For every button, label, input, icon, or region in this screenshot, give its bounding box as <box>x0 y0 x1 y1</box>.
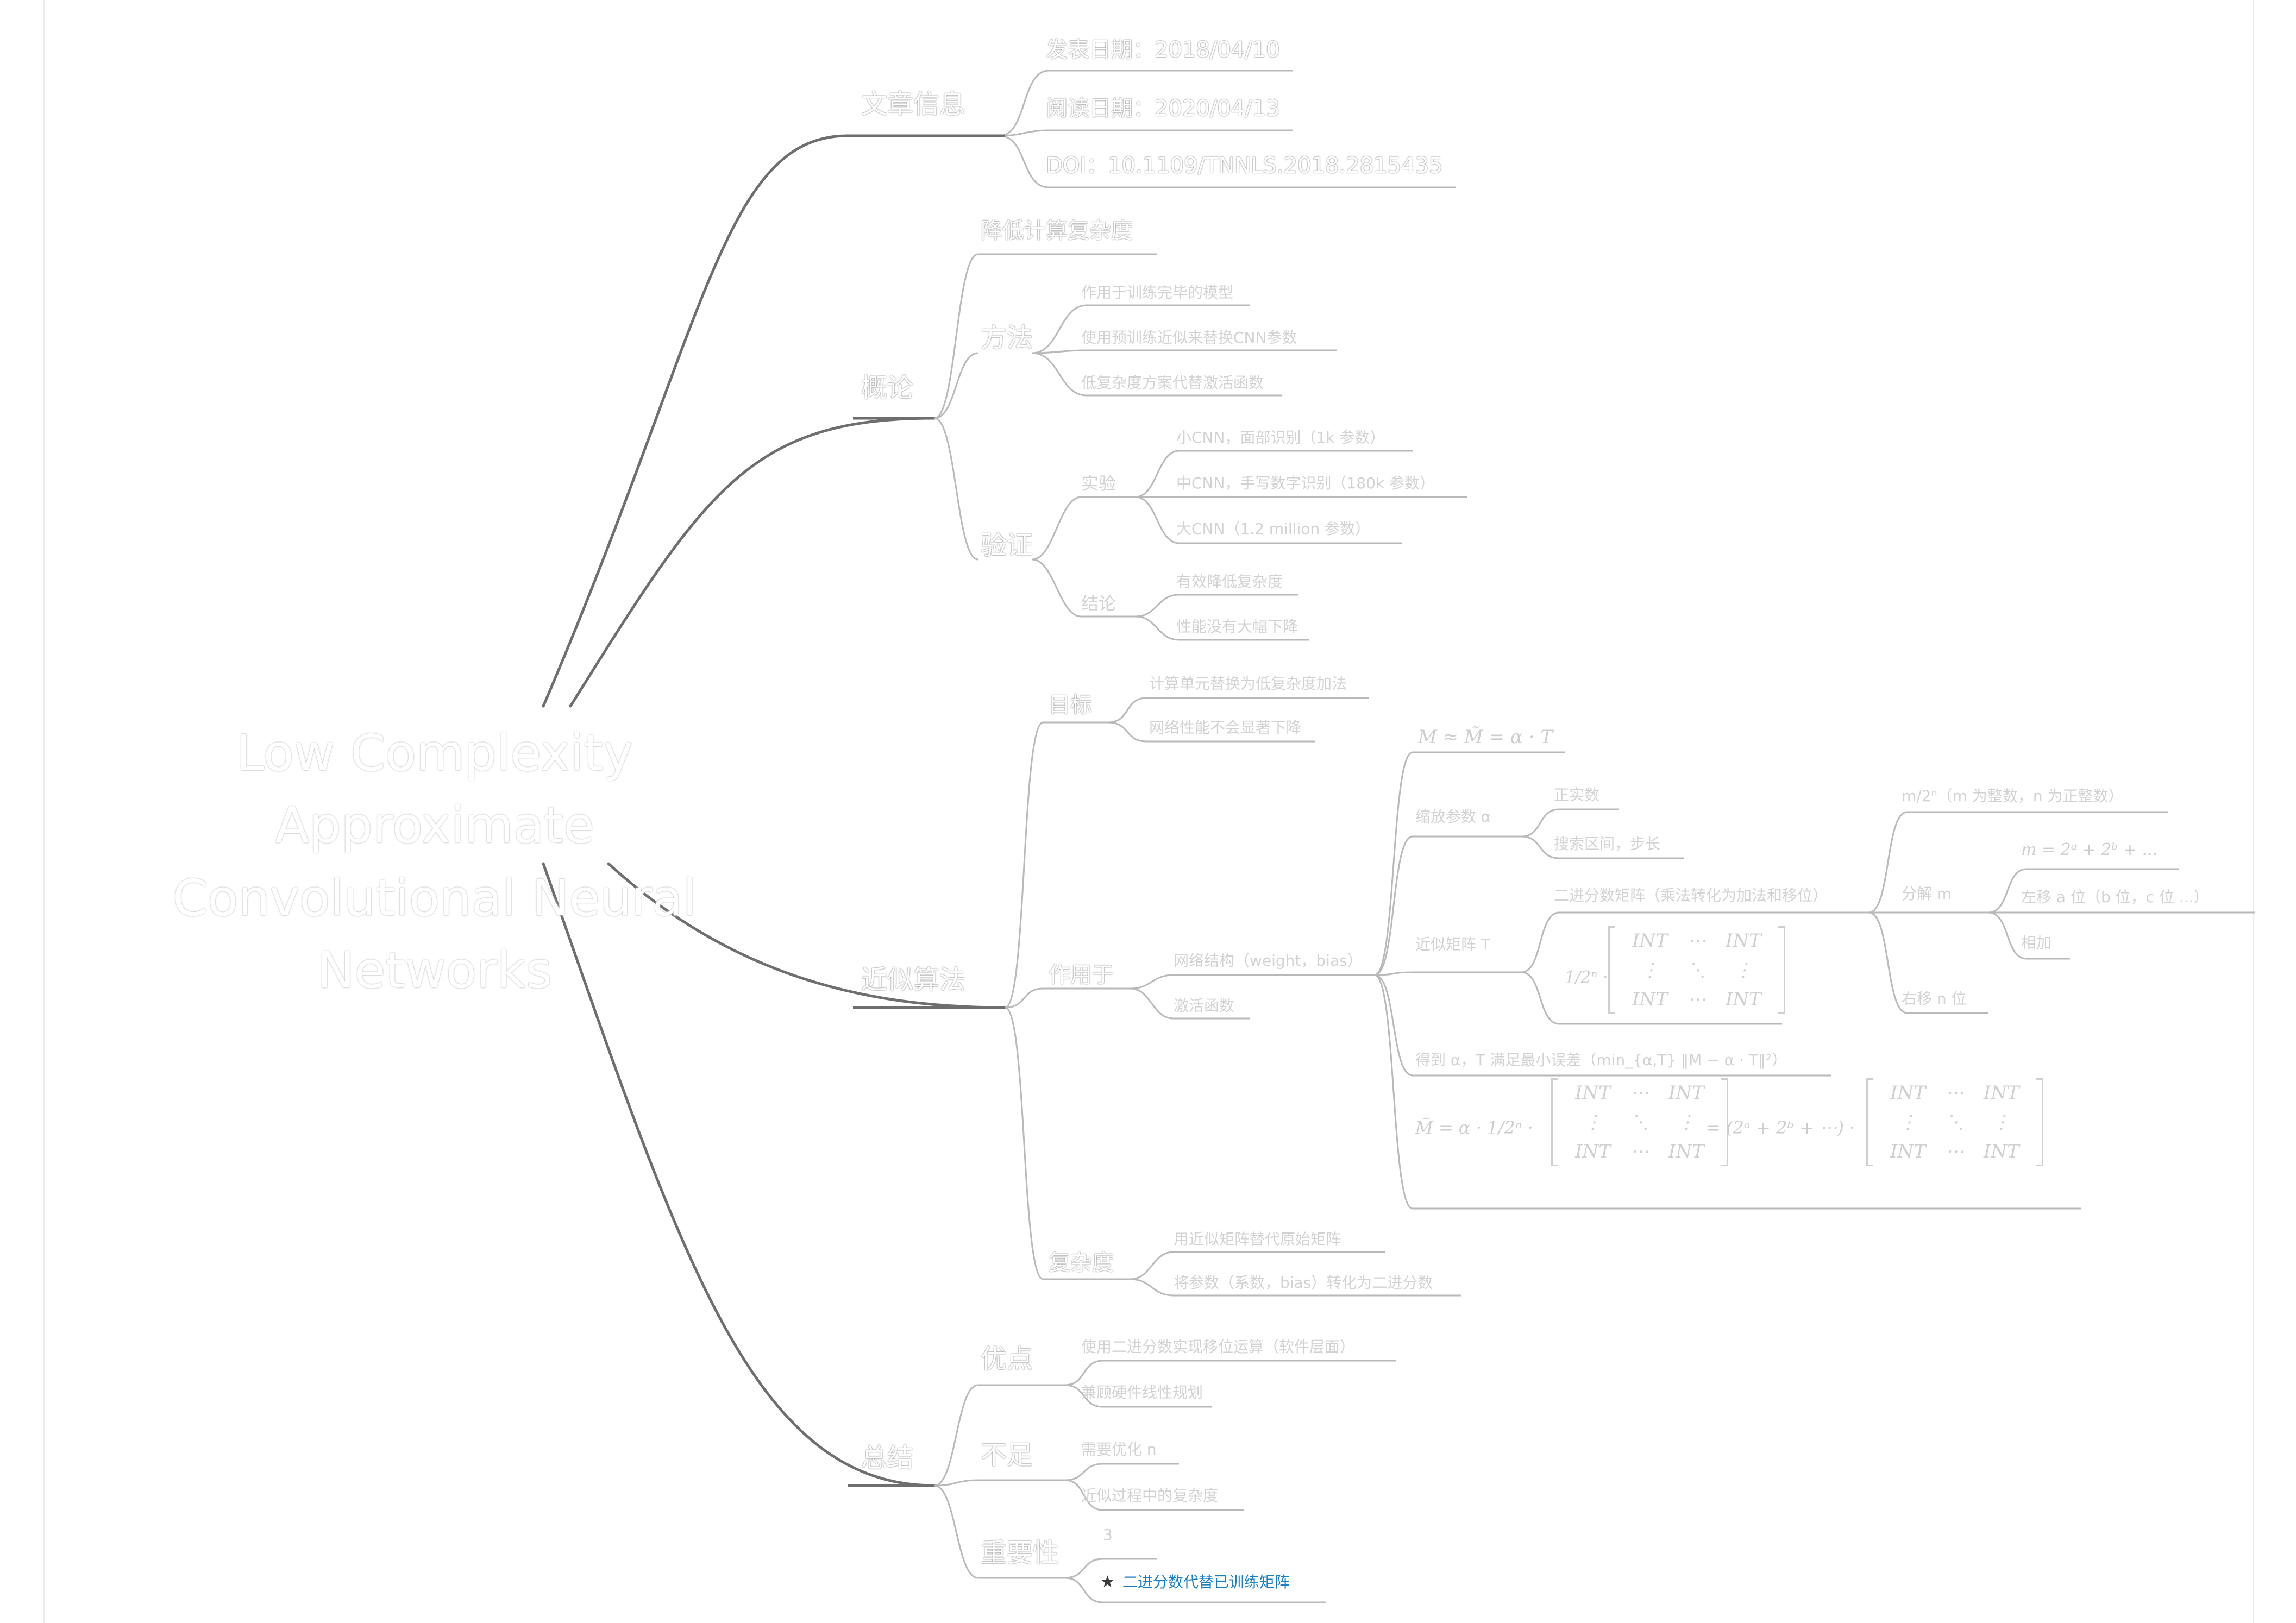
concept-method[interactable]: 方法 <box>981 323 1033 353</box>
apply-weights[interactable]: 网络结构（weight，bias） <box>1174 952 1363 970</box>
summary-cons[interactable]: 不足 <box>981 1440 1033 1470</box>
target-item-2[interactable]: 网络性能不会显著下降 <box>1149 719 1302 737</box>
importance-text: 二进分数代替已训练矩阵 <box>1122 1573 1290 1591</box>
method-item-1[interactable]: 作用于训练完毕的模型 <box>1081 284 1234 301</box>
alpha-search-interval[interactable]: 搜索区间，步长 <box>1554 835 1661 853</box>
branch-concept[interactable]: 概论 <box>861 373 914 403</box>
root-title-line2: Convolutional Neural Networks <box>172 869 697 1000</box>
experiment-small-cnn[interactable]: 小CNN，面部识别（1k 参数） <box>1176 429 1385 446</box>
summary-pros[interactable]: 优点 <box>981 1344 1033 1374</box>
importance-rating[interactable]: 3 <box>1103 1526 1113 1544</box>
expanded-mid: = (2ᵃ + 2ᵇ + ⋯) · <box>1706 1117 1855 1138</box>
matrix-t-scale: 1/2ⁿ · <box>1565 968 1608 987</box>
article-doi[interactable]: DOI：10.1109/TNNLS.2018.2815435 <box>1046 153 1443 178</box>
concept-validation[interactable]: 验证 <box>981 530 1033 561</box>
experiment-large-cnn[interactable]: 大CNN（1.2 million 参数） <box>1176 520 1371 538</box>
m-over-2n[interactable]: m/2ⁿ（m 为整数，n 为正整数） <box>1902 787 2124 805</box>
expanded-lhs: M̃ = α · 1/2ⁿ · <box>1415 1117 1533 1138</box>
branch-article[interactable]: 文章信息 <box>861 89 966 119</box>
approx-target[interactable]: 目标 <box>1049 693 1092 718</box>
summary-importance[interactable]: 重要性 <box>981 1538 1059 1568</box>
target-item-1[interactable]: 计算单元替换为低复杂度加法 <box>1149 675 1347 693</box>
pros-item-1[interactable]: 使用二进分数实现移位运算（软件层面） <box>1081 1338 1356 1356</box>
root-topic[interactable]: Low Complexity Approximate Convolutional… <box>81 717 788 1007</box>
formula-m-approx[interactable]: M ≈ M̃ = α · T <box>1418 726 1553 748</box>
conclusion-item-2[interactable]: 性能没有大幅下降 <box>1176 618 1298 636</box>
right-shift-n[interactable]: 右移 n 位 <box>1902 990 1967 1008</box>
complexity-item-2[interactable]: 将参数（系数，bias）转化为二进分数 <box>1174 1274 1433 1292</box>
branch-approx[interactable]: 近似算法 <box>861 965 966 995</box>
pros-item-2[interactable]: 兼顾硬件线性规划 <box>1081 1383 1203 1401</box>
expanded-matrix-2[interactable]: INT⋯INT ⋮⋱⋮ INT⋯INT <box>1866 1078 2043 1166</box>
star-icon: ★ <box>1100 1572 1115 1591</box>
expanded-matrix-1[interactable]: INT⋯INT ⋮⋱⋮ INT⋯INT <box>1551 1078 1728 1166</box>
matrix-right-bracket <box>1778 926 1785 1014</box>
concept-goal[interactable]: 降低计算复杂度 <box>981 218 1133 243</box>
apply-activation[interactable]: 激活函数 <box>1174 997 1235 1015</box>
alpha-scale-param[interactable]: 缩放参数 α <box>1415 808 1491 826</box>
conclusion-item-1[interactable]: 有效降低复杂度 <box>1176 573 1283 590</box>
root-title-line1: Low Complexity Approximate <box>236 724 633 855</box>
solve-alpha-t[interactable]: 得到 α，T 满足最小误差（min_{α,T} ‖M − α · T‖²） <box>1415 1051 1787 1069</box>
article-publish-date[interactable]: 发表日期：2018/04/10 <box>1046 37 1280 62</box>
approx-complexity[interactable]: 复杂度 <box>1049 1250 1114 1275</box>
method-item-2[interactable]: 使用预训练近似来替换CNN参数 <box>1081 329 1297 347</box>
approx-matrix-t[interactable]: 近似矩阵 T <box>1415 935 1491 953</box>
cons-item-1[interactable]: 需要优化 n <box>1081 1440 1157 1458</box>
left-shift[interactable]: 左移 a 位（b 位，c 位 ...） <box>2021 888 2209 906</box>
matrix-t[interactable]: INT⋯INT ⋮⋱⋮ INT⋯INT <box>1608 926 1785 1014</box>
validation-experiment[interactable]: 实验 <box>1081 473 1116 494</box>
decompose-m[interactable]: 分解 m <box>1902 885 1952 903</box>
m-sum-powers[interactable]: m = 2ᵃ + 2ᵇ + ... <box>2021 840 2158 859</box>
method-item-3[interactable]: 低复杂度方案代替激活函数 <box>1081 374 1264 392</box>
complexity-item-1[interactable]: 用近似矩阵替代原始矩阵 <box>1174 1230 1341 1248</box>
dyadic-matrix[interactable]: 二进分数矩阵（乘法转化为加法和移位） <box>1554 886 1828 904</box>
add-step[interactable]: 相加 <box>2021 934 2052 952</box>
approx-apply[interactable]: 作用于 <box>1049 963 1114 987</box>
cons-item-2[interactable]: 近似过程中的复杂度 <box>1081 1487 1219 1505</box>
importance-highlight[interactable]: ★ 二进分数代替已训练矩阵 <box>1100 1574 1290 1590</box>
article-read-date[interactable]: 阅读日期：2020/04/13 <box>1046 96 1280 121</box>
alpha-positive-real[interactable]: 正实数 <box>1554 786 1600 804</box>
canvas-left-border <box>43 0 45 1623</box>
canvas-right-border <box>2253 0 2254 1623</box>
validation-conclusion[interactable]: 结论 <box>1081 593 1116 614</box>
branch-summary[interactable]: 总结 <box>861 1443 914 1473</box>
matrix-left-bracket <box>1608 926 1615 1014</box>
experiment-medium-cnn[interactable]: 中CNN，手写数字识别（180k 参数） <box>1176 474 1435 492</box>
